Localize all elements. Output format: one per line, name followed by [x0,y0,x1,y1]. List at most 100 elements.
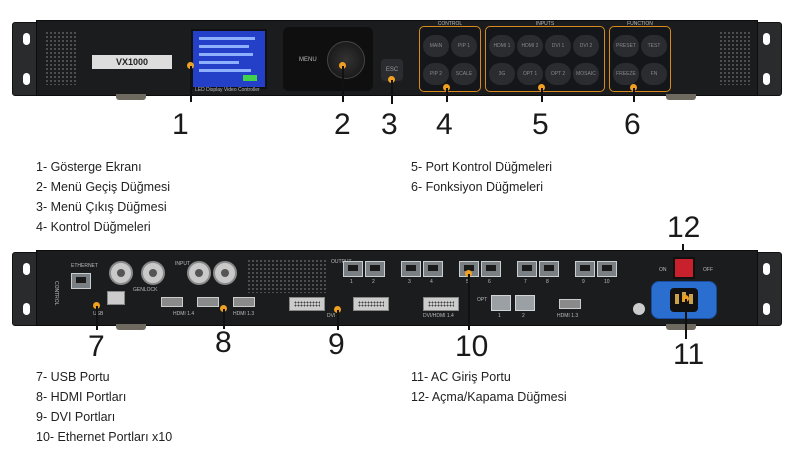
callout-dot-3 [388,76,395,83]
hdmi-loop-port-1[interactable] [197,297,219,307]
ethernet-output-port[interactable] [539,261,559,277]
genlock-loop-bnc[interactable] [141,261,165,285]
callout-number-10: 10 [455,330,489,363]
opt-port-number: 1 [498,313,501,319]
dvi-hdmi-label: DVI/HDMI 1.4 [423,313,454,319]
input-button-hdmi1[interactable]: HDMI 1 [489,35,515,57]
ethernet-port-number: 10 [604,279,610,285]
control-label: CONTROL [53,281,59,306]
legend-item: 7- USB Portu [36,370,110,384]
off-label: OFF [703,267,713,273]
function-button-freeze[interactable]: FREEZE [613,63,639,85]
input-button-3g[interactable]: 3G [489,63,515,85]
rear-vent [247,259,327,293]
callout-number-11: 11 [673,338,705,371]
function-button-preset[interactable]: PRESET [613,35,639,57]
legend-item: 12- Açma/Kapama Düğmesi [411,390,567,404]
ethernet-output-port[interactable] [365,261,385,277]
genlock-label: GENLOCK [133,287,158,293]
legend-item: 2- Menü Geçiş Düğmesi [36,180,171,194]
function-button-fn[interactable]: FN [641,63,667,85]
display-screen [191,29,267,89]
hdmi-in-port-1[interactable] [161,297,183,307]
ethernet-output-port[interactable] [401,261,421,277]
callout-dot-6 [630,84,637,91]
usb-port[interactable] [107,291,125,305]
ethernet-label: ETHERNET [71,263,98,269]
function-panel: FUNCTION PRESET TEST FREEZE FN [609,21,671,92]
control-panel: CONTROL MAIN PIP 1 PIP 2 SCALE [419,21,481,92]
ethernet-output-port[interactable] [575,261,595,277]
legend-front-left: 1- Gösterge Ekranı 2- Menü Geçiş Düğmesi… [36,157,170,237]
control-panel-title: CONTROL [437,21,463,27]
dvi-label: DVI [327,313,336,319]
callout-dot-9 [334,306,341,313]
callout-number-3: 3 [381,108,398,141]
legend-item: 6- Fonksiyon Düğmeleri [411,180,543,194]
callout-dot-5 [538,84,545,91]
ethernet-output-port[interactable] [343,261,363,277]
inputs-panel-title: INPUTS [535,21,555,27]
legend-item: 9- DVI Portları [36,410,116,424]
control-button-scale[interactable]: SCALE [451,63,477,85]
ethernet-port-number: 2 [372,279,375,285]
ethernet-port-number: 5 [466,279,469,285]
input-button-hdmi2[interactable]: HDMI 2 [517,35,543,57]
ethernet-output-port[interactable] [597,261,617,277]
callout-number-6: 6 [624,108,641,141]
esc-button[interactable]: ESC [381,59,403,81]
input-button-opt2[interactable]: OPT 2 [545,63,571,85]
ethernet-port-number: 3 [408,279,411,285]
ethernet-output-port[interactable] [517,261,537,277]
input-button-opt1[interactable]: OPT 1 [517,63,543,85]
opt-port-number: 2 [522,313,525,319]
callout-dot-1 [187,62,194,69]
callout-number-8: 8 [215,326,232,359]
output-label: OUTPUT [331,259,352,265]
function-button-test[interactable]: TEST [641,35,667,57]
control-button-main[interactable]: MAIN [423,35,449,57]
input-button-dvi2[interactable]: DVI 2 [573,35,599,57]
inputs-panel: INPUTS HDMI 1 HDMI 2 DVI 1 DVI 2 3G OPT … [485,21,605,92]
opt-label: OPT [477,297,488,303]
power-switch[interactable] [673,257,695,279]
usb-label: USB [93,311,104,317]
input-button-dvi1[interactable]: DVI 1 [545,35,571,57]
legend-item: 10- Ethernet Portları x10 [36,430,173,444]
hdmi1-label: HDMI 1.4 [173,311,195,317]
legend-item: 11- AC Giriş Portu [411,370,511,384]
control-button-pip1[interactable]: PIP 1 [451,35,477,57]
control-button-pip2[interactable]: PIP 2 [423,63,449,85]
dvi-in-port-1[interactable] [289,297,325,311]
hdmi-out-label: HDMI 1.3 [557,313,579,319]
on-label: ON [659,267,667,273]
callout-number-2: 2 [334,108,351,141]
function-panel-title: FUNCTION [627,21,653,27]
ethernet-output-port[interactable] [481,261,501,277]
hdmi-out-port[interactable] [559,299,581,309]
opt-port-2[interactable] [515,295,535,311]
ethernet-output-port[interactable] [423,261,443,277]
callout-number-5: 5 [532,108,549,141]
3g-loop-bnc[interactable] [213,261,237,285]
genlock-in-bnc[interactable] [109,261,133,285]
control-ethernet-port[interactable] [71,273,91,289]
hdmi2-label: HDMI 1.3 [233,311,255,317]
callout-number-12: 12 [667,211,701,244]
legend-item: 8- HDMI Portları [36,390,127,404]
opt-port-1[interactable] [491,295,511,311]
menu-knob[interactable] [327,41,365,79]
ethernet-port-number: 9 [582,279,585,285]
legend-item: 5- Port Kontrol Düğmeleri [411,160,553,174]
3g-in-bnc[interactable] [187,261,211,285]
ethernet-port-number: 6 [488,279,491,285]
legend-item: 3- Menü Çıkış Düğmesi [36,200,167,214]
dvi-loop-port[interactable] [353,297,389,311]
input-button-mosaic[interactable]: MOSAIC [573,63,599,85]
legend-back-left: 7- USB Portu 8- HDMI Portları 9- DVI Por… [36,367,172,447]
model-label: VX1000 [92,55,172,69]
callout-dot-8 [220,305,227,312]
dvi-hdmi-port[interactable] [423,297,459,311]
callout-number-7: 7 [88,330,105,363]
hdmi-in-port-2[interactable] [233,297,255,307]
